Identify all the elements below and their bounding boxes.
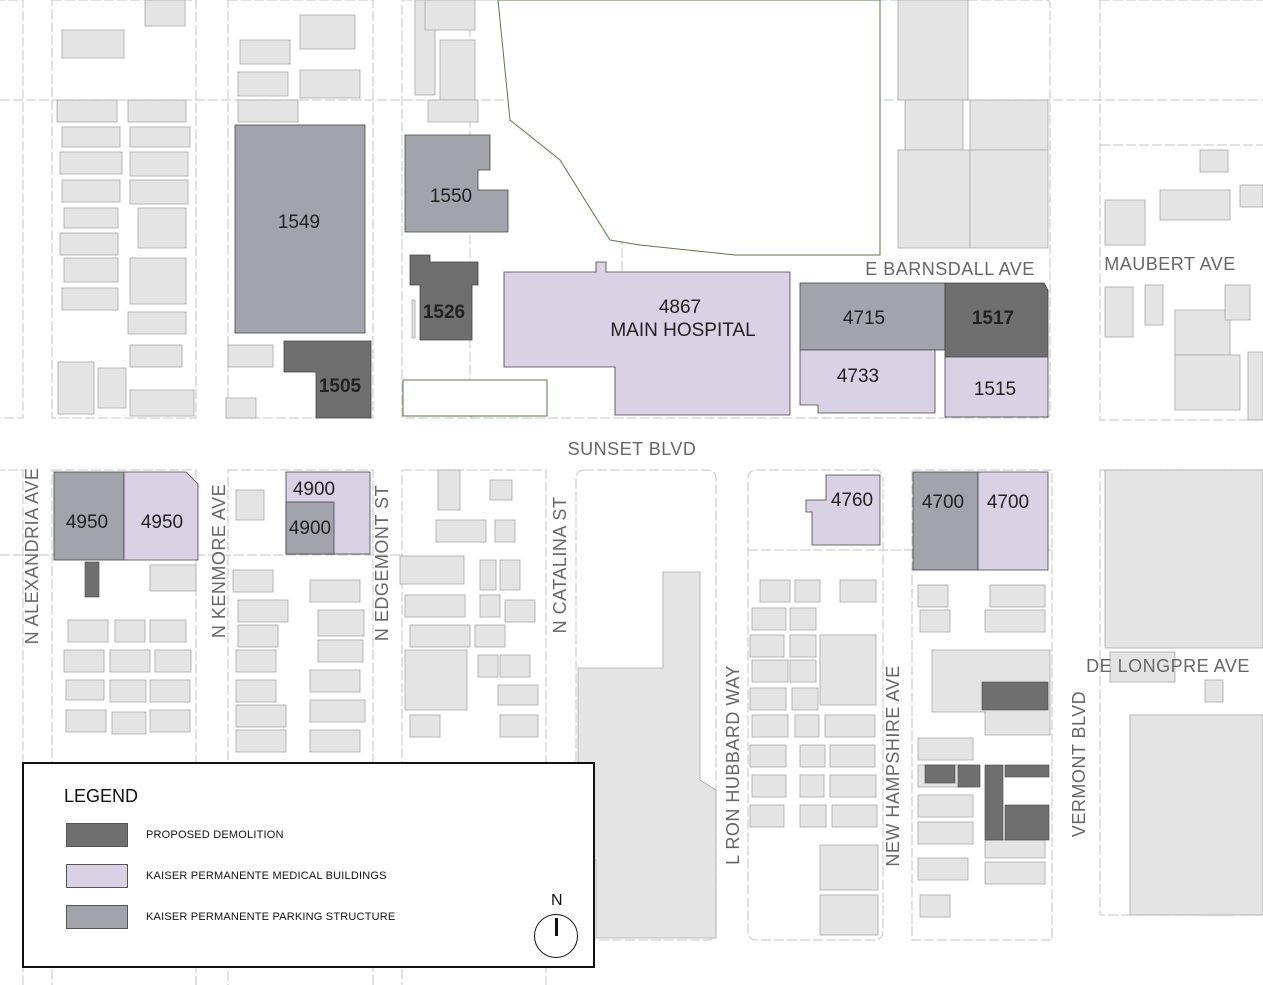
label-1550: 1550 bbox=[430, 186, 472, 207]
legend-swatch-parking bbox=[66, 905, 128, 929]
legend-item-parking-structure: KAISER PERMANENTE PARKING STRUCTURE bbox=[66, 904, 395, 930]
label-4700-medical: 4700 bbox=[987, 492, 1029, 513]
label-4733: 4733 bbox=[837, 366, 879, 387]
building-4900-parking bbox=[285, 501, 335, 555]
legend-item-medical-buildings: KAISER PERMANENTE MEDICAL BUILDINGS bbox=[66, 863, 387, 889]
label-4900-parking: 4900 bbox=[289, 518, 331, 539]
legend-swatch-demolition bbox=[66, 823, 128, 847]
label-main-hospital-name: MAIN HOSPITAL bbox=[610, 320, 755, 341]
building-4950-parking bbox=[53, 471, 125, 561]
building-1526 bbox=[409, 254, 479, 341]
park bbox=[402, 0, 881, 417]
street-labels: SUNSET BLVD E BARNSDALL AVE MAUBERT AVE … bbox=[22, 254, 1250, 867]
street-de-longpre-ave: DE LONGPRE AVE bbox=[1086, 656, 1250, 676]
building-4733 bbox=[799, 349, 936, 414]
legend-label: PROPOSED DEMOLITION bbox=[146, 829, 284, 841]
legend-label: KAISER PERMANENTE MEDICAL BUILDINGS bbox=[146, 870, 387, 882]
label-4950-medical: 4950 bbox=[141, 512, 183, 533]
label-1526: 1526 bbox=[423, 302, 465, 323]
label-1517: 1517 bbox=[972, 308, 1014, 329]
street-n-kenmore-ave: N KENMORE AVE bbox=[209, 484, 229, 638]
building-main-hospital bbox=[503, 261, 791, 416]
legend: LEGEND PROPOSED DEMOLITION KAISER PERMAN… bbox=[22, 762, 595, 968]
label-4900-medical: 4900 bbox=[293, 479, 335, 500]
north-arrow: N bbox=[534, 892, 582, 964]
label-4700-parking: 4700 bbox=[922, 492, 964, 513]
building-4715 bbox=[799, 282, 946, 351]
building-4950-medical bbox=[123, 471, 199, 561]
building-1515 bbox=[944, 356, 1049, 418]
legend-item-proposed-demolition: PROPOSED DEMOLITION bbox=[66, 822, 284, 848]
label-1515: 1515 bbox=[974, 379, 1016, 400]
context-large bbox=[411, 299, 1263, 939]
legend-label: KAISER PERMANENTE PARKING STRUCTURE bbox=[146, 911, 396, 923]
label-4950-parking: 4950 bbox=[66, 512, 108, 533]
building-labels: 1549 1550 1526 1505 4867 MAIN HOSPITAL 4… bbox=[66, 186, 1029, 539]
street-n-alexandria-ave: N ALEXANDRIA AVE bbox=[22, 468, 42, 645]
kaiser-buildings bbox=[53, 124, 1049, 571]
north-letter: N bbox=[551, 892, 563, 909]
street-vermont-blvd: VERMONT BLVD bbox=[1069, 691, 1089, 837]
legend-swatch-medical bbox=[66, 864, 128, 888]
label-1505: 1505 bbox=[319, 376, 362, 397]
label-main-hospital-number: 4867 bbox=[659, 297, 701, 318]
label-1549: 1549 bbox=[278, 212, 320, 233]
street-e-barnsdall-ave: E BARNSDALL AVE bbox=[865, 259, 1035, 279]
street-n-catalina-st: N CATALINA ST bbox=[550, 497, 570, 634]
building-1549 bbox=[234, 124, 366, 334]
street-maubert-ave: MAUBERT AVE bbox=[1104, 254, 1236, 274]
building-4760 bbox=[805, 474, 881, 546]
street-l-ron-hubbard-way: L RON HUBBARD WAY bbox=[723, 665, 743, 865]
north-needle-icon bbox=[555, 918, 558, 936]
label-4715: 4715 bbox=[843, 308, 885, 329]
street-n-edgemont-st: N EDGEMONT ST bbox=[372, 485, 392, 641]
street-new-hampshire-ave: NEW HAMPSHIRE AVE bbox=[883, 665, 903, 866]
building-1505 bbox=[283, 340, 372, 419]
demolition-other bbox=[84, 561, 1050, 841]
north-arrow-icon bbox=[534, 914, 578, 958]
legend-title: LEGEND bbox=[64, 786, 139, 806]
building-1550 bbox=[404, 134, 509, 233]
label-4760: 4760 bbox=[831, 490, 873, 511]
building-4700-parking bbox=[912, 471, 979, 571]
building-1517 bbox=[944, 282, 1049, 358]
street-sunset-blvd: SUNSET BLVD bbox=[568, 439, 697, 459]
building-4700-medical bbox=[977, 471, 1049, 571]
